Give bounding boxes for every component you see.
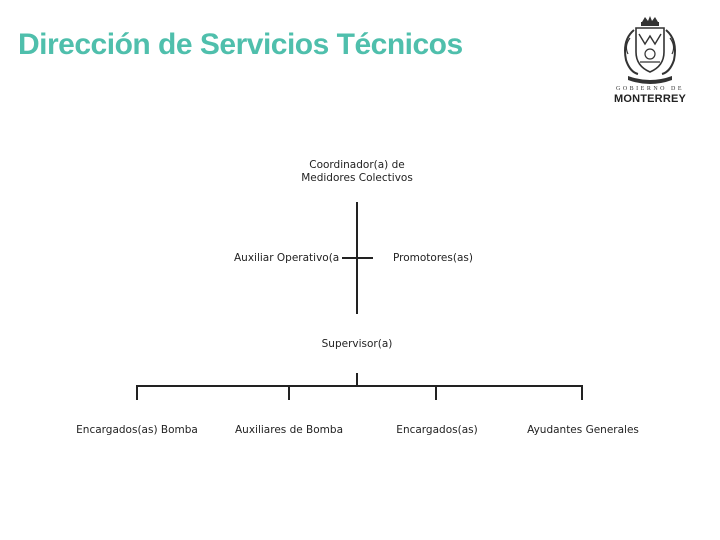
- node-subordinate-encargados-bomba: Encargados(as) Bomba: [76, 424, 198, 436]
- logo-city: MONTERREY: [613, 93, 687, 105]
- node-supervisor: Supervisor(a): [321, 338, 393, 350]
- coat-of-arms-icon: [624, 16, 676, 84]
- node-subordinate-encargados: Encargados(as): [396, 424, 478, 436]
- node-subordinate-auxiliares-bomba: Auxiliares de Bomba: [234, 424, 344, 436]
- node-coordinator: Coordinador(a) de Medidores Colectivos: [301, 159, 413, 185]
- connector-subordinate-2: [288, 385, 290, 400]
- logo-subtitle: GOBIERNO DE: [616, 86, 684, 92]
- page-title: Dirección de Servicios Técnicos: [18, 28, 463, 61]
- connector-promoters-branch: [357, 257, 373, 259]
- connector-assistant-branch: [342, 257, 357, 259]
- node-subordinate-ayudantes: Ayudantes Generales: [527, 424, 639, 436]
- node-assistant: Auxiliar Operativo(a: [234, 252, 340, 264]
- connector-subordinate-4: [581, 385, 583, 400]
- node-coordinator-line2: Medidores Colectivos: [301, 172, 413, 184]
- node-promoters: Promotores(as): [393, 252, 473, 264]
- connector-supervisor-vertical: [356, 373, 358, 386]
- city-logo: GOBIERNO DE MONTERREY: [612, 16, 688, 106]
- connector-subordinates-horizontal: [136, 385, 583, 387]
- node-coordinator-line1: Coordinador(a) de: [309, 159, 405, 171]
- connector-subordinate-1: [136, 385, 138, 400]
- connector-subordinate-3: [435, 385, 437, 400]
